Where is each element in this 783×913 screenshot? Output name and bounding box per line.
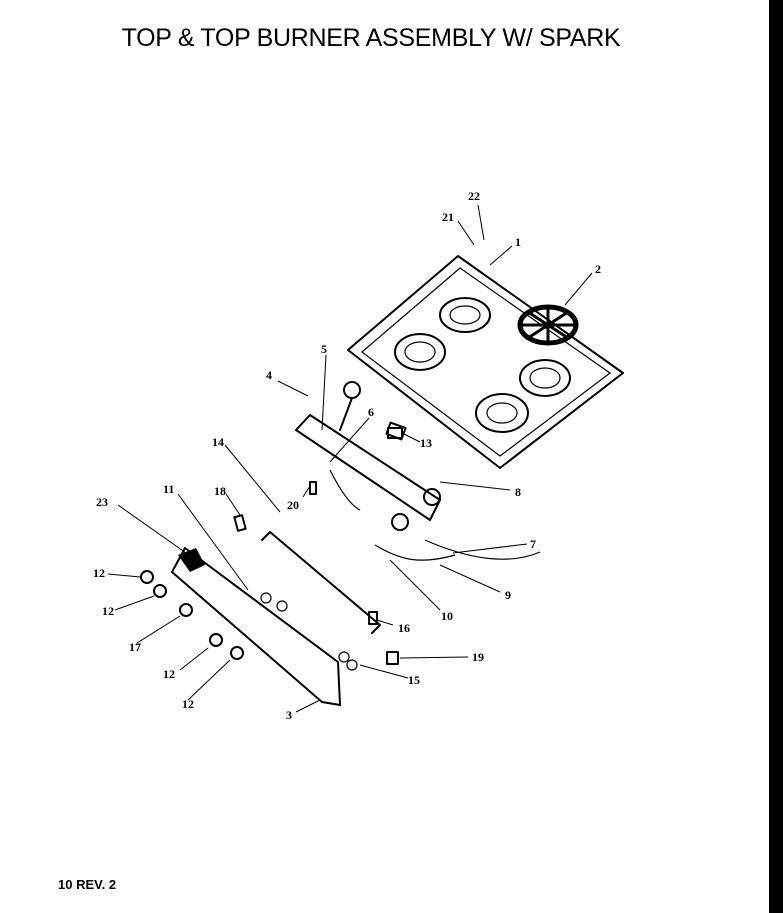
callout-11: 11 <box>163 482 174 496</box>
callout-7: 7 <box>530 537 536 551</box>
callout-5: 5 <box>321 342 327 356</box>
callout-17: 17 <box>129 640 141 654</box>
callout-12a: 12 <box>93 566 105 580</box>
callout-19: 19 <box>472 650 484 664</box>
callout-4: 4 <box>266 368 272 382</box>
burner-manifold <box>295 381 541 561</box>
callout-22: 22 <box>468 189 480 203</box>
burner-grate <box>517 304 579 346</box>
callout-labels: 22 21 1 2 5 4 6 13 14 8 11 18 23 20 7 12… <box>93 189 601 722</box>
leader-lines <box>107 204 593 713</box>
callout-10: 10 <box>441 609 453 623</box>
page-footer: 10 REV. 2 <box>58 877 117 892</box>
diagram-title: TOP & TOP BURNER ASSEMBLY W/ SPARK <box>121 24 621 52</box>
callout-1: 1 <box>515 235 521 249</box>
callout-12d: 12 <box>182 697 194 711</box>
callout-2: 2 <box>595 262 601 276</box>
page-edge-bar <box>769 0 783 913</box>
callout-16: 16 <box>398 621 410 635</box>
callout-9: 9 <box>505 588 511 602</box>
callout-21: 21 <box>442 210 454 224</box>
callout-6: 6 <box>368 405 374 419</box>
callout-15: 15 <box>408 673 420 687</box>
callout-14: 14 <box>212 435 224 449</box>
callout-12b: 12 <box>102 604 114 618</box>
callout-23: 23 <box>96 495 108 509</box>
callout-12c: 12 <box>163 667 175 681</box>
callout-13: 13 <box>420 436 432 450</box>
callout-3: 3 <box>286 708 292 722</box>
control-knobs <box>140 570 244 660</box>
callout-8: 8 <box>515 485 521 499</box>
callout-18: 18 <box>214 484 226 498</box>
callout-20: 20 <box>287 498 299 512</box>
cooktop-assembly <box>347 255 624 469</box>
control-panel <box>171 427 403 706</box>
